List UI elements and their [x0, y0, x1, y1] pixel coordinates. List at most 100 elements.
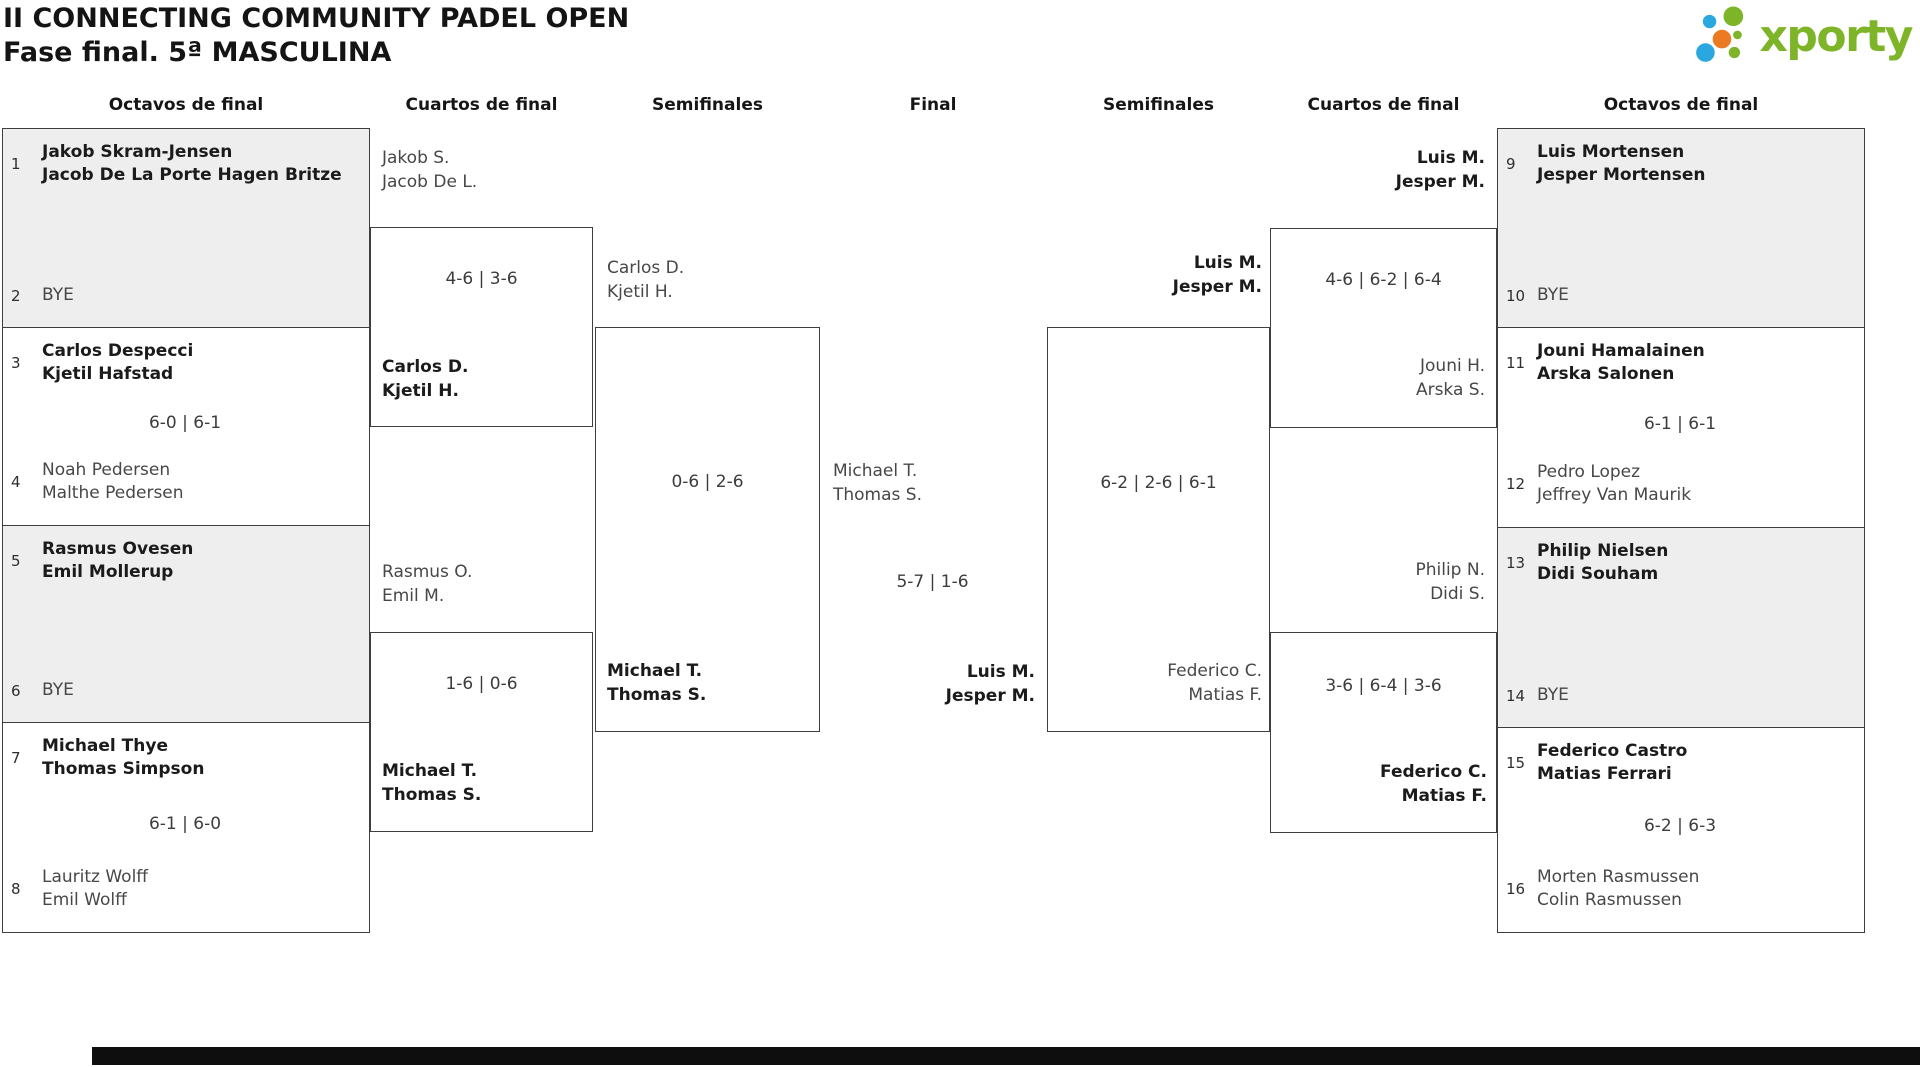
finalist-label-loser: Michael T.Thomas S. [833, 461, 922, 505]
seed-number: 4 [11, 473, 21, 491]
team-names-loser: BYE [42, 680, 74, 700]
seed-number: 6 [11, 681, 21, 700]
seed-number: 10 [1506, 286, 1526, 305]
match-score: 3-6 | 6-4 | 3-6 [1325, 676, 1442, 696]
seed-number: 9 [1506, 155, 1516, 173]
team-label-winner: Federico C.Matias F. [1380, 762, 1487, 806]
match-semifinal-right[interactable] [1047, 327, 1270, 732]
seed-number: 16 [1506, 880, 1526, 898]
seed-number: 2 [11, 286, 21, 305]
round-header-semis-right: Semifinales [1103, 95, 1214, 115]
match-cuartos-right-2[interactable] [1270, 632, 1497, 833]
bottom-bar [92, 1047, 1920, 1065]
team-label-winner: Luis M.Jesper M. [1172, 253, 1262, 297]
team-names-loser: BYE [1537, 685, 1569, 705]
team-names-loser: BYE [1537, 285, 1569, 305]
phase-category: Fase final. 5ª MASCULINA [3, 37, 392, 68]
round-header-octavos-right: Octavos de final [1603, 95, 1759, 115]
round-header-cuartos-right: Cuartos de final [1307, 95, 1460, 115]
match-score: 6-0 | 6-1 [148, 412, 222, 433]
seed-number: 3 [11, 354, 21, 372]
team-label-loser: Rasmus O.Emil M. [382, 562, 473, 606]
match-score: 6-2 | 2-6 | 6-1 [1100, 473, 1217, 493]
seed-number: 14 [1506, 686, 1526, 705]
seed-number: 1 [11, 155, 21, 173]
round-header-octavos-left: Octavos de final [108, 95, 264, 115]
team-label-loser: Philip N.Didi S. [1415, 560, 1485, 604]
team-row: 2 BYE [11, 284, 359, 307]
match-score: 4-6 | 3-6 [445, 269, 518, 289]
seed-number: 11 [1506, 354, 1526, 372]
tournament-name: II CONNECTING COMMUNITY PADEL OPEN [3, 3, 630, 34]
team-label-loser: Carlos D.Kjetil H. [607, 258, 685, 302]
xporty-dots-icon [1696, 6, 1744, 62]
seed-number: 5 [11, 552, 21, 570]
match-score: 1-6 | 0-6 [445, 674, 518, 694]
seed-number: 13 [1506, 554, 1526, 572]
page-title: II CONNECTING COMMUNITY PADEL OPEN Fase … [3, 2, 629, 70]
match-cuartos-right-1[interactable] [1270, 228, 1497, 428]
match-cuartos-left-2[interactable] [370, 632, 593, 832]
match-cuartos-left-1[interactable] [370, 227, 593, 427]
finalist-label-winner: Luis M.Jesper M. [945, 662, 1035, 706]
match-score: 0-6 | 2-6 [671, 472, 744, 492]
round-header-semis-left: Semifinales [652, 95, 763, 115]
seed-number: 15 [1506, 754, 1526, 772]
xporty-wordmark: xporty [1759, 11, 1913, 62]
xporty-logo[interactable]: xporty [1694, 5, 1913, 69]
team-label-winner: Michael T.Thomas S. [382, 761, 482, 805]
match-semifinal-left[interactable] [595, 327, 820, 732]
seed-number: 8 [11, 880, 21, 898]
team-label-winner: Luis M.Jesper M. [1395, 148, 1485, 192]
match-score: 6-1 | 6-0 [148, 813, 222, 834]
team-row: 6 BYE [11, 679, 359, 702]
team-row: 14 BYE [1506, 684, 1854, 707]
team-label-loser: Jouni H.Arska S. [1415, 356, 1485, 400]
team-label-loser: Federico C.Matias F. [1167, 661, 1262, 705]
team-row: 10 BYE [1506, 284, 1854, 307]
team-label-winner: Carlos D.Kjetil H. [382, 357, 469, 401]
round-header-cuartos-left: Cuartos de final [405, 95, 558, 115]
final-score: 5-7 | 1-6 [896, 572, 969, 592]
team-names-loser: BYE [42, 285, 74, 305]
match-score: 4-6 | 6-2 | 6-4 [1325, 270, 1442, 290]
match-score: 6-2 | 6-3 [1643, 816, 1717, 836]
seed-number: 7 [11, 749, 21, 767]
match-score: 6-1 | 6-1 [1643, 413, 1717, 434]
seed-number: 12 [1506, 475, 1526, 493]
team-label-winner: Michael T.Thomas S. [607, 661, 707, 705]
